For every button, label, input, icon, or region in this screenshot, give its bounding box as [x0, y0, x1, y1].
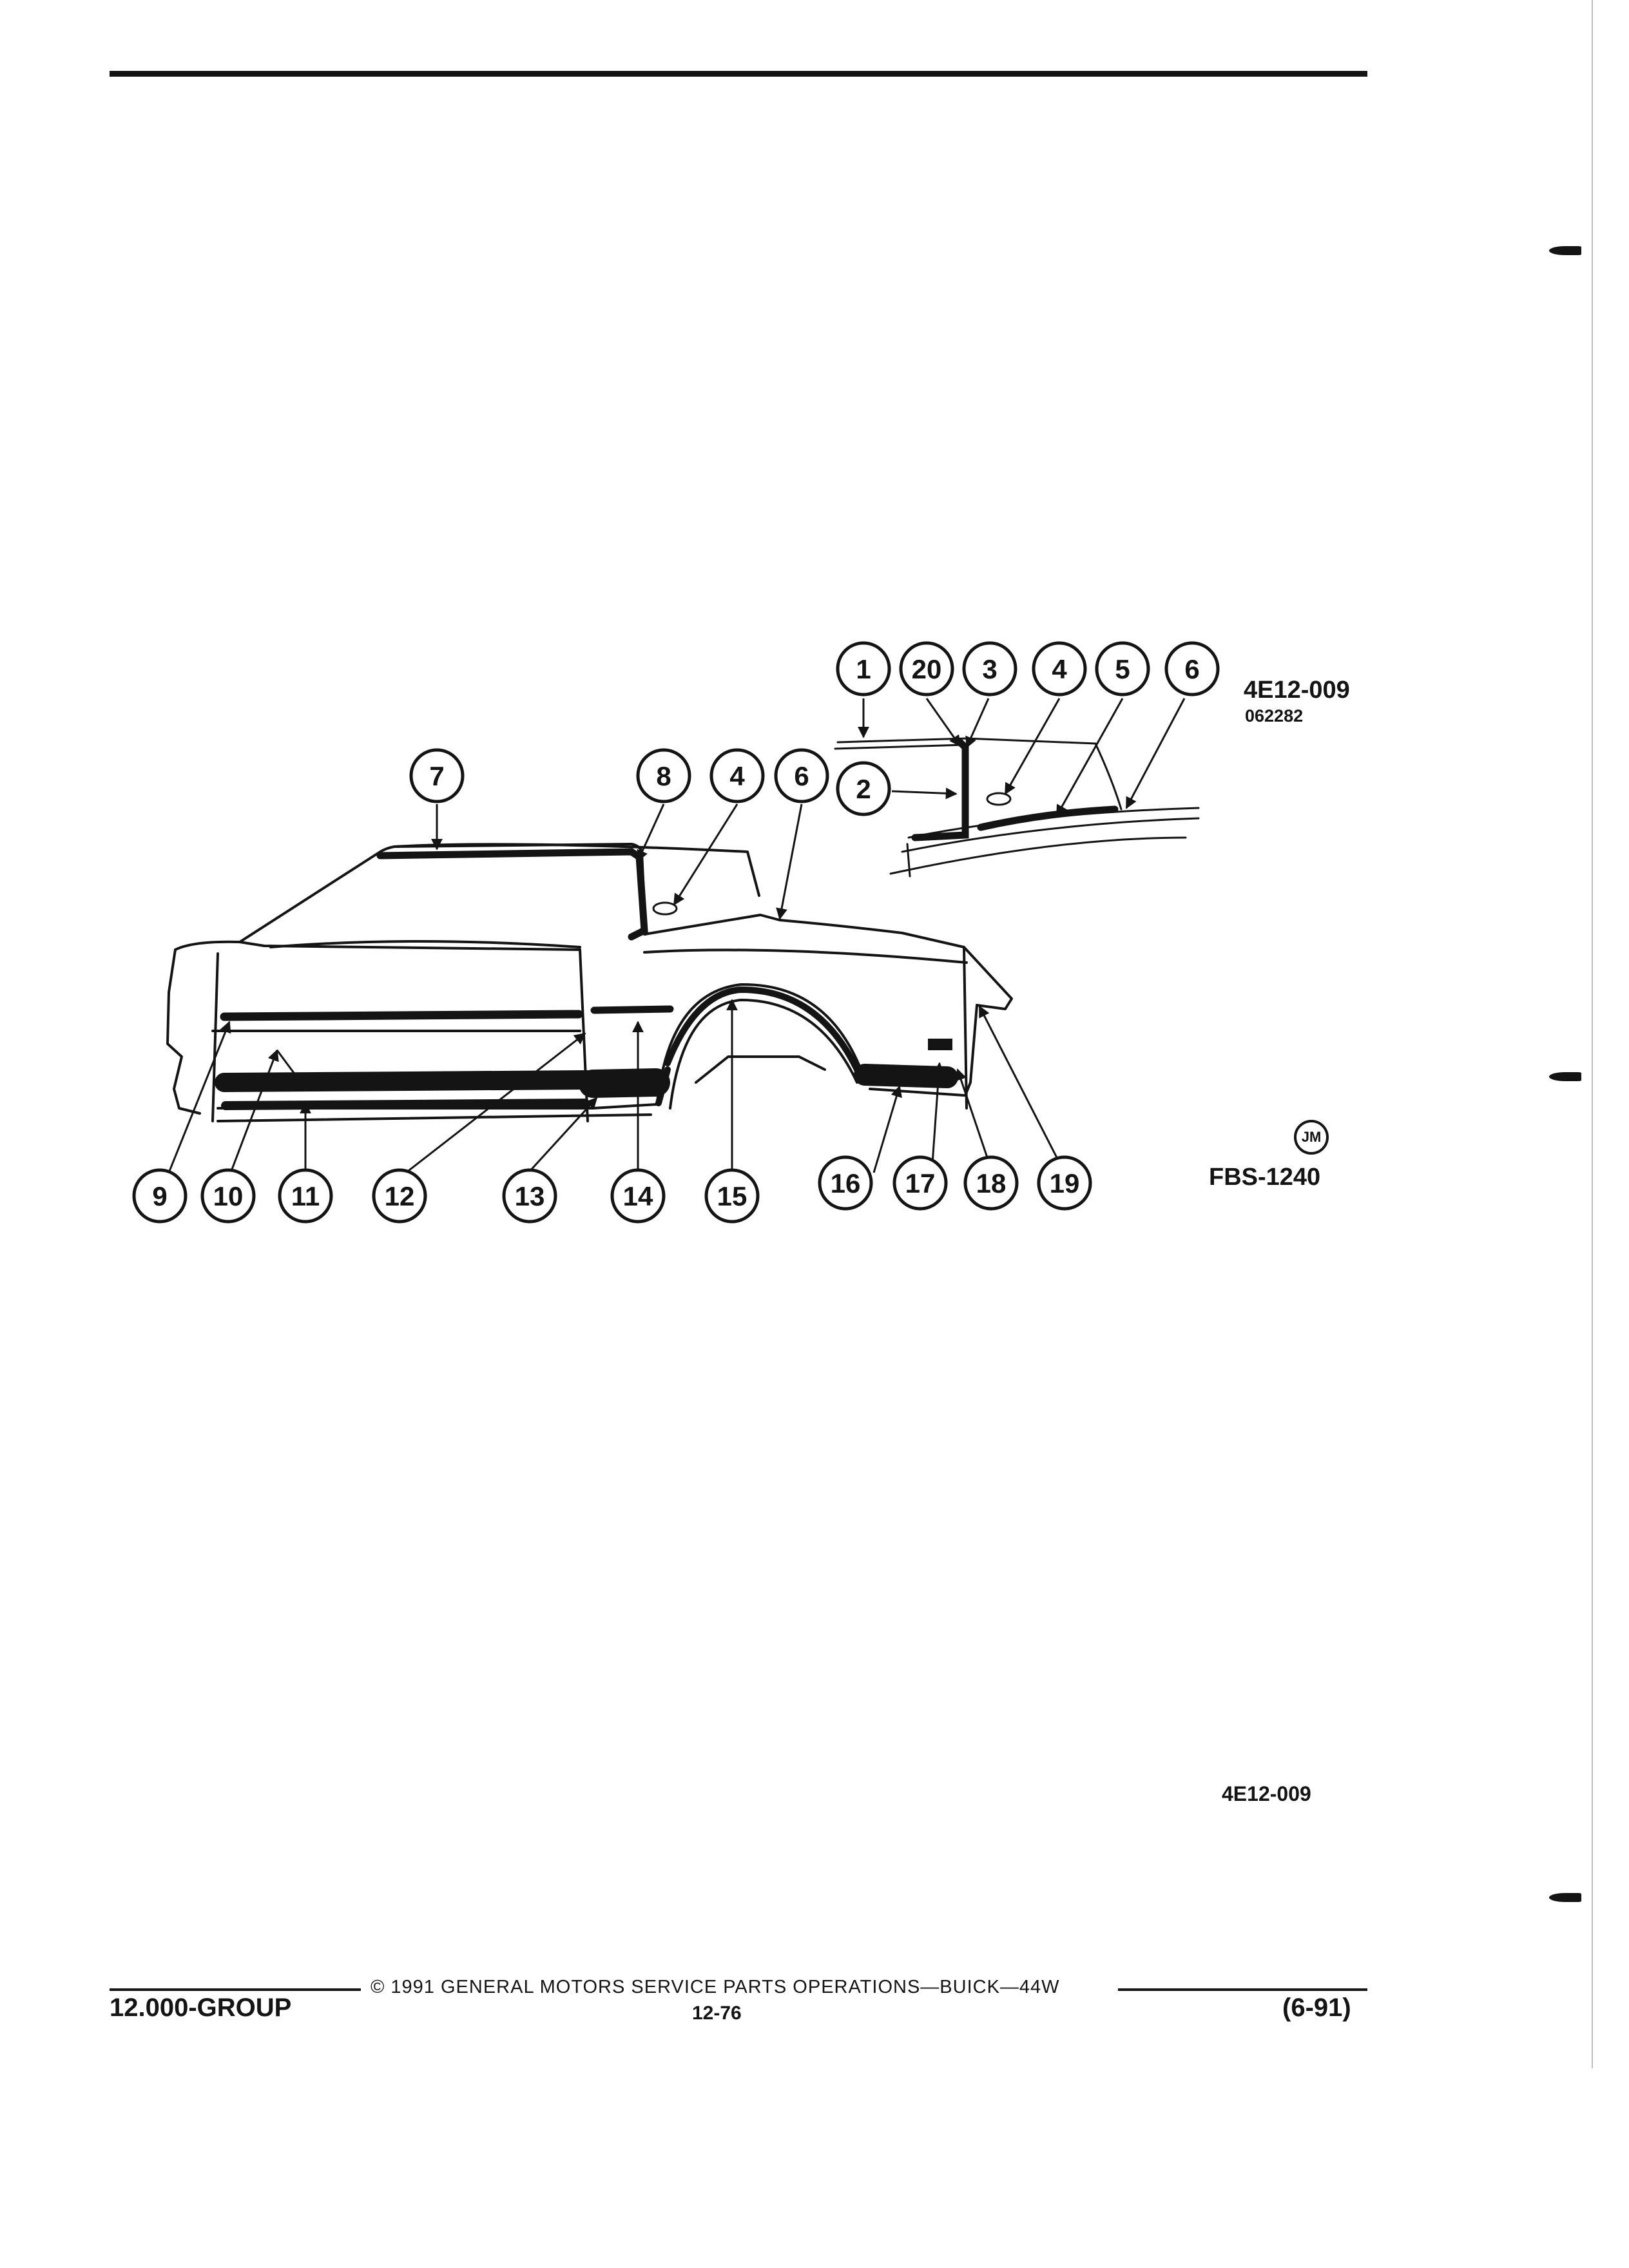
footer-date: (6-91)	[1282, 1994, 1351, 2022]
figure-code: 4E12-009	[1222, 1782, 1311, 1805]
svg-text:17: 17	[905, 1168, 936, 1198]
svg-text:5: 5	[1115, 654, 1130, 684]
svg-text:12: 12	[385, 1181, 415, 1211]
svg-text:14: 14	[623, 1181, 653, 1211]
callout-15	[704, 1168, 760, 1224]
inset-reference-date: 062282	[1245, 706, 1304, 726]
svg-text:11: 11	[291, 1181, 320, 1211]
svg-text:4: 4	[1052, 654, 1067, 684]
inset-moldings	[911, 738, 1119, 841]
binding-mark	[1549, 1072, 1581, 1081]
jm-logo: JM	[1294, 1120, 1329, 1155]
callout-9	[132, 1168, 188, 1224]
svg-text:10: 10	[213, 1181, 244, 1211]
callout-19	[1037, 1155, 1092, 1211]
callout-20	[899, 641, 954, 697]
header-rule	[110, 71, 1367, 77]
callout-10	[200, 1168, 256, 1224]
callout-2	[836, 761, 891, 816]
callout-14	[610, 1168, 666, 1224]
svg-text:16: 16	[831, 1168, 861, 1198]
callout-13	[502, 1168, 557, 1224]
callout-12	[372, 1168, 427, 1224]
svg-text:20: 20	[912, 654, 942, 684]
binding-mark	[1549, 1893, 1581, 1902]
footer-copyright: © 1991 GENERAL MOTORS SERVICE PARTS OPER…	[371, 1977, 1060, 1997]
callout-16	[818, 1155, 873, 1211]
svg-text:13: 13	[515, 1181, 545, 1211]
svg-text:2: 2	[856, 774, 871, 804]
svg-text:15: 15	[717, 1181, 747, 1211]
svg-text:19: 19	[1050, 1168, 1080, 1198]
fuel-door	[652, 901, 678, 916]
callout-7	[409, 748, 465, 803]
footer-page-number: 12-76	[692, 2003, 742, 2024]
callout-17	[892, 1155, 948, 1211]
svg-text:18: 18	[976, 1168, 1007, 1198]
svg-text:9: 9	[152, 1181, 167, 1211]
svg-text:8: 8	[656, 761, 671, 791]
callout-4-inset	[1032, 641, 1087, 697]
svg-text:7: 7	[429, 761, 444, 791]
svg-text:1: 1	[856, 654, 871, 684]
callout-6	[774, 748, 829, 803]
svg-text:6: 6	[1184, 654, 1199, 684]
callout-numbers: 1 20 3 4 5 6 2 7 8 4 6 9 10 11 12 13 14 …	[152, 654, 1199, 1211]
illustration-id: FBS-1240	[1209, 1164, 1321, 1191]
callout-11	[278, 1168, 333, 1224]
svg-text:6: 6	[794, 761, 809, 791]
leader-lines	[168, 698, 1186, 1174]
footer-rule-right	[1118, 1988, 1367, 1991]
inset-detail	[834, 737, 1200, 878]
callout-8	[636, 748, 691, 803]
svg-text:4: 4	[729, 761, 745, 791]
callout-3	[962, 641, 1017, 697]
binding-mark	[1549, 246, 1581, 255]
inset-fuel-door	[986, 792, 1012, 806]
callout-circles	[132, 641, 1220, 1224]
page-edge	[1592, 0, 1593, 2068]
callout-4	[709, 748, 765, 803]
inset-reference-code: 4E12-009	[1244, 677, 1350, 704]
callout-6-inset	[1164, 641, 1220, 697]
callout-5	[1095, 641, 1150, 697]
callout-18	[963, 1155, 1019, 1211]
callout-1	[836, 641, 891, 697]
footer-rule-left	[110, 1988, 361, 1991]
svg-text:3: 3	[982, 654, 997, 684]
moldings	[215, 848, 958, 1110]
footer-group: 12.000-GROUP	[110, 1994, 292, 2022]
